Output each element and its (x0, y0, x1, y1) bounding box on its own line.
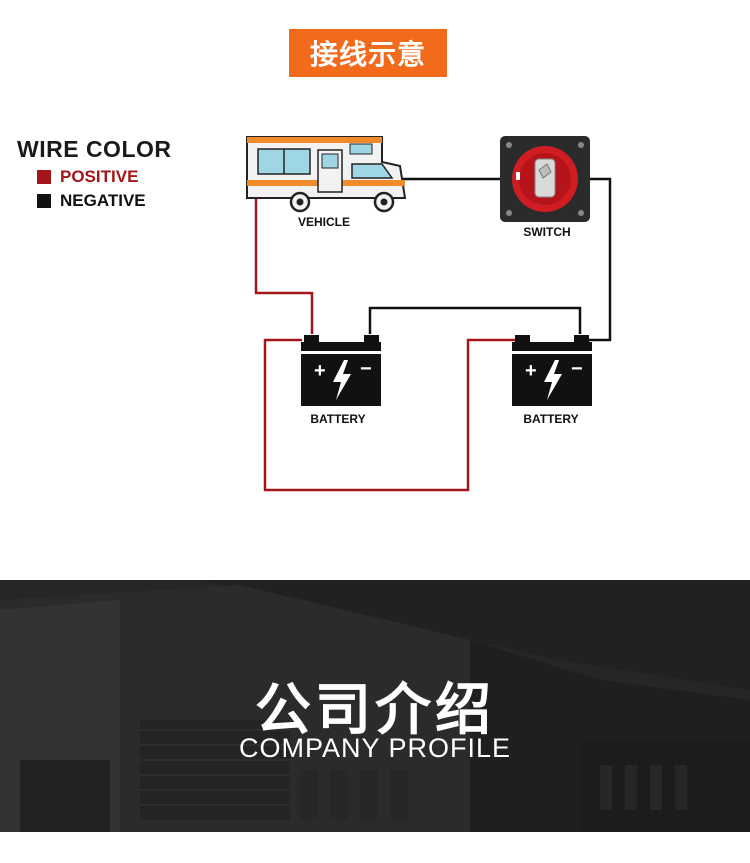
battery-link-negative-wire (368, 306, 582, 334)
legend-positive-label: POSITIVE (60, 167, 139, 186)
wiring-diagram: VEHICLE SWITCH + − BATTERY + − BATTERY (246, 136, 612, 492)
rv-vehicle-icon (246, 136, 407, 213)
svg-text:+: + (525, 360, 537, 382)
bottom-white-strip (0, 832, 750, 863)
company-profile-title-cn: 公司介绍 (255, 678, 495, 743)
company-profile-title-en: COMPANY PROFILE (238, 733, 512, 763)
battery-left-label: BATTERY (310, 412, 365, 426)
legend-negative-label: NEGATIVE (60, 191, 146, 210)
legend-title: WIRE COLOR (17, 136, 172, 162)
positive-wires (254, 195, 522, 492)
switch-label: SWITCH (523, 225, 570, 239)
battery-right-icon: + − (512, 335, 592, 409)
legend-item-negative: NEGATIVE (37, 191, 172, 211)
vehicle-label: VEHICLE (298, 215, 350, 229)
negative-swatch (37, 194, 51, 208)
section-title-badge: 接线示意 (289, 29, 447, 77)
svg-text:−: − (571, 358, 583, 380)
legend-item-positive: POSITIVE (37, 167, 172, 187)
switch-to-right-battery-wire (580, 177, 612, 342)
battery-link-positive-wire (263, 338, 522, 492)
section-title: 接线示意 (309, 38, 426, 71)
wire-color-legend: WIRE COLOR POSITIVE NEGATIVE (17, 136, 172, 211)
battery-right-label: BATTERY (523, 412, 578, 426)
vehicle-to-left-battery-wire (254, 195, 314, 334)
positive-swatch (37, 170, 51, 184)
svg-text:+: + (314, 360, 326, 382)
battery-left-icon: + − (301, 335, 381, 409)
factory-background-image (0, 580, 750, 832)
svg-text:−: − (360, 358, 372, 380)
negative-wires (368, 177, 612, 342)
company-profile-banner: 公司介绍 COMPANY PROFILE (0, 580, 750, 832)
battery-switch-icon (500, 136, 590, 222)
